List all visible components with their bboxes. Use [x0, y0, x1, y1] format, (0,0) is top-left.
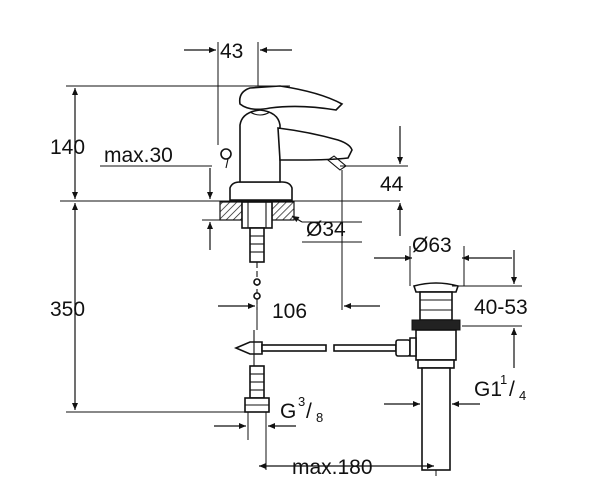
dimension-43 — [184, 42, 292, 145]
supply-thread-main: G — [280, 400, 296, 423]
waste-thread-main: G1 — [474, 378, 502, 401]
supply-hose — [244, 365, 270, 413]
dimension-g38 — [214, 412, 296, 470]
label-supply-thread: G 3 / 8 — [280, 393, 323, 425]
label-d63: Ø63 — [412, 234, 452, 257]
label-max180: max.180 — [292, 456, 373, 479]
label-44: 44 — [380, 173, 404, 196]
dimension-d34 — [291, 215, 362, 243]
mounting-section — [219, 201, 295, 310]
dimension-vertical — [66, 85, 290, 413]
supply-thread-slash: / — [306, 400, 312, 423]
dimension-44 — [340, 126, 408, 236]
waste-thread-slash: / — [509, 378, 515, 401]
dimension-d63 — [374, 246, 512, 286]
label-max30: max.30 — [104, 144, 173, 167]
label-106: 106 — [272, 300, 307, 323]
dimension-max30 — [100, 165, 222, 250]
dimension-106 — [218, 170, 380, 330]
dimension-max180 — [259, 463, 437, 476]
label-43: 43 — [220, 40, 243, 63]
supply-thread-den: 8 — [316, 410, 323, 425]
waste-thread-den: 4 — [519, 388, 526, 403]
label-40-53: 40-53 — [474, 296, 528, 319]
popup-linkage — [233, 330, 411, 366]
label-d34: Ø34 — [306, 218, 346, 241]
waste-thread-num: 1 — [500, 372, 507, 387]
label-140: 140 — [50, 136, 85, 159]
dimension-40-53 — [452, 250, 522, 368]
label-waste-thread: G1 1 / 4 — [474, 371, 526, 403]
faucet-body — [220, 85, 353, 201]
supply-thread-num: 3 — [298, 394, 305, 409]
label-350: 350 — [50, 298, 85, 321]
waste-assembly — [409, 282, 461, 471]
